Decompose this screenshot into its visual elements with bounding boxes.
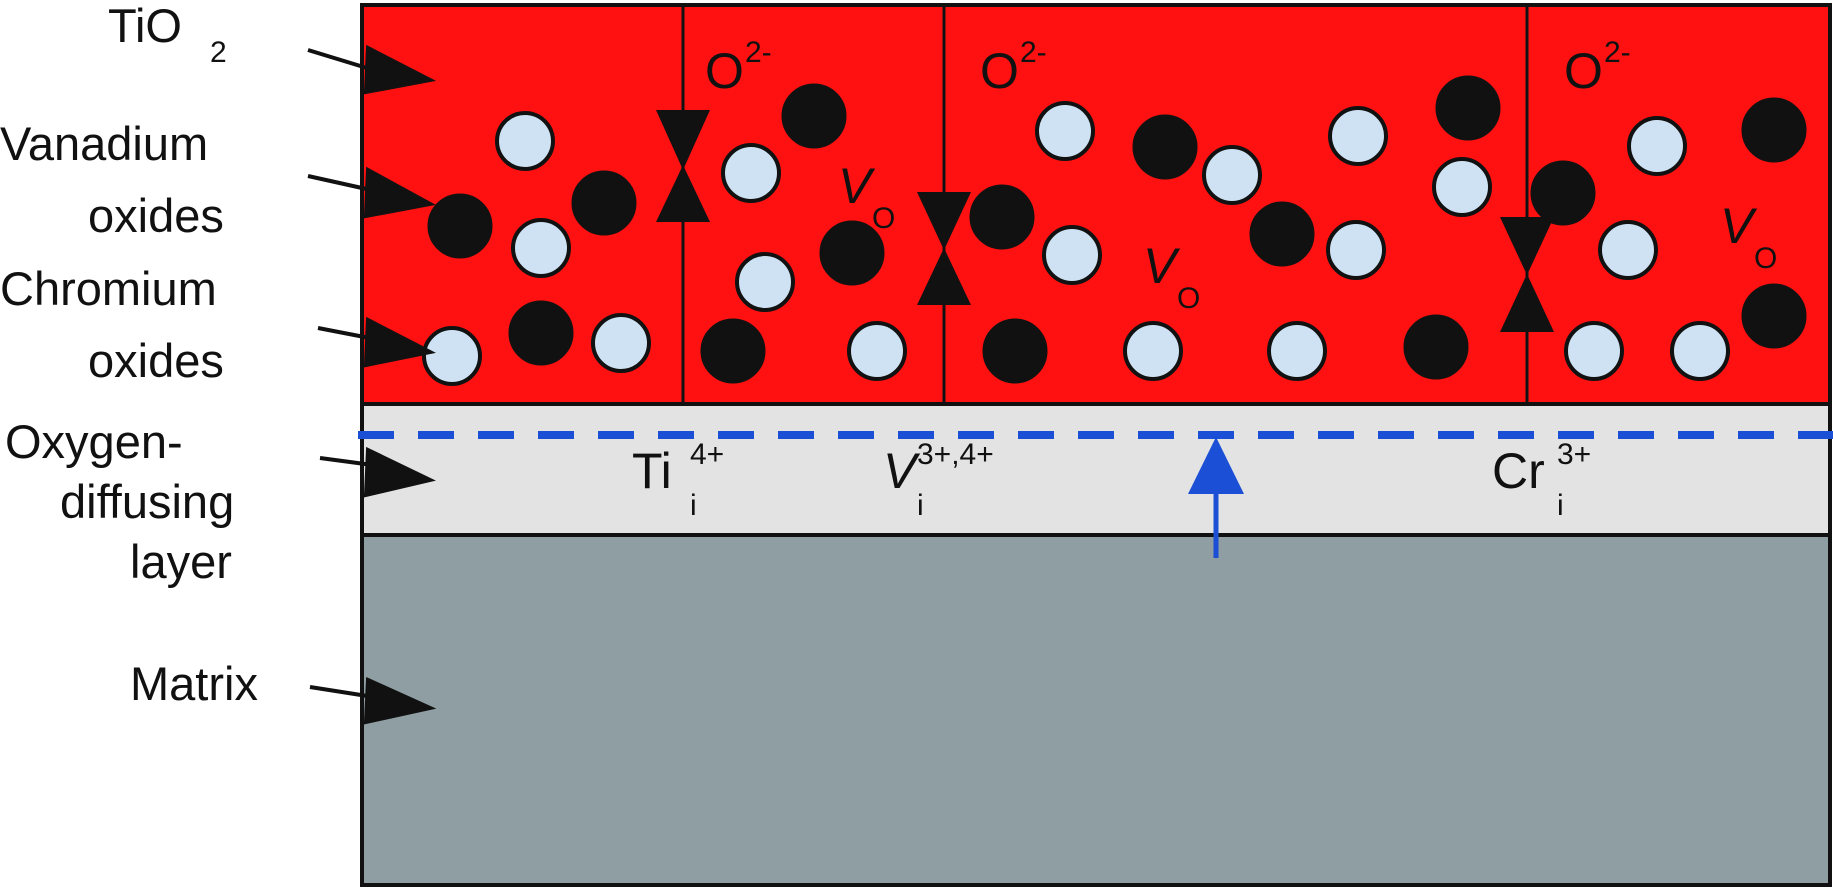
label-oxygen-line2: diffusing bbox=[60, 475, 234, 528]
dark-particles bbox=[427, 75, 1807, 384]
pointer-head-tio2 bbox=[363, 44, 437, 95]
svg-text:i: i bbox=[1557, 489, 1564, 522]
dark-particle bbox=[1435, 75, 1501, 141]
svg-text:V: V bbox=[1143, 238, 1181, 294]
pointer-head-vanadium bbox=[363, 166, 436, 219]
vacancy-label-1: V O bbox=[838, 158, 895, 235]
svg-text:2: 2 bbox=[210, 36, 227, 69]
diffusion-arrow-pair bbox=[917, 192, 971, 305]
light-particle bbox=[1598, 220, 1658, 280]
light-particle bbox=[422, 326, 482, 386]
svg-text:O: O bbox=[705, 43, 744, 99]
dark-particle bbox=[969, 184, 1035, 250]
svg-text:4+: 4+ bbox=[690, 438, 724, 471]
dark-particle bbox=[819, 220, 885, 286]
svg-text:V: V bbox=[838, 158, 876, 214]
dark-particle bbox=[1741, 283, 1807, 349]
dark-particle bbox=[1530, 160, 1596, 226]
light-particles bbox=[422, 101, 1730, 386]
dark-particle bbox=[571, 170, 637, 236]
light-particle bbox=[1328, 106, 1388, 166]
oxygen-ion-label-1: O 2- bbox=[705, 36, 772, 99]
pointer-head-chromium bbox=[363, 316, 436, 368]
label-vanadium-line1: Vanadium bbox=[0, 117, 208, 170]
svg-text:Cr: Cr bbox=[1492, 443, 1545, 499]
dark-particle bbox=[781, 83, 847, 149]
label-chromium-line1: Chromium bbox=[0, 262, 217, 315]
svg-text:V: V bbox=[883, 443, 921, 499]
light-particle bbox=[1267, 321, 1327, 381]
light-particle bbox=[591, 313, 651, 373]
svg-text:2-: 2- bbox=[1604, 36, 1631, 69]
svg-text:V: V bbox=[1720, 198, 1758, 254]
light-particle bbox=[1627, 116, 1687, 176]
dark-particle bbox=[427, 193, 493, 259]
v-interstitial-label: V i 3+,4+ bbox=[883, 438, 994, 522]
oxygen-diffusing-layer bbox=[360, 402, 1832, 537]
label-vanadium-line2: oxides bbox=[88, 189, 224, 242]
light-particle bbox=[1432, 157, 1492, 217]
label-tio2: TiO 2 bbox=[108, 0, 227, 69]
svg-text:O: O bbox=[980, 43, 1019, 99]
vacancy-label-2: V O bbox=[1143, 238, 1200, 315]
svg-text:Ti: Ti bbox=[632, 443, 672, 499]
oxygen-inward-arrow bbox=[1188, 437, 1244, 558]
oxygen-ion-label-2: O 2- bbox=[980, 36, 1047, 99]
light-particle bbox=[721, 143, 781, 203]
light-particle bbox=[1564, 321, 1624, 381]
dark-particle bbox=[508, 300, 574, 366]
light-particle bbox=[847, 321, 907, 381]
matrix-layer bbox=[360, 533, 1832, 887]
dark-particle bbox=[982, 318, 1048, 384]
light-particle bbox=[1123, 321, 1183, 381]
dark-particle bbox=[1741, 97, 1807, 163]
pointer-head-matrix bbox=[363, 676, 437, 725]
svg-text:O: O bbox=[1754, 242, 1777, 275]
svg-text:i: i bbox=[917, 489, 924, 522]
svg-text:TiO: TiO bbox=[108, 0, 182, 52]
svg-text:2-: 2- bbox=[1020, 36, 1047, 69]
svg-text:i: i bbox=[690, 489, 697, 522]
light-particle bbox=[735, 252, 795, 312]
pointer-arrows bbox=[307, 44, 437, 725]
pointer-head-oxygen bbox=[363, 446, 436, 498]
svg-text:3+,4+: 3+,4+ bbox=[917, 438, 994, 471]
svg-text:O: O bbox=[1564, 43, 1603, 99]
diffusion-arrow-pair bbox=[656, 110, 710, 222]
svg-text:O: O bbox=[872, 202, 895, 235]
svg-text:O: O bbox=[1177, 282, 1200, 315]
light-particle bbox=[1042, 225, 1102, 285]
light-particle bbox=[1326, 220, 1386, 280]
dark-particle bbox=[700, 318, 766, 384]
svg-text:2-: 2- bbox=[745, 36, 772, 69]
light-particle bbox=[1035, 101, 1095, 161]
label-matrix: Matrix bbox=[130, 657, 258, 710]
label-oxygen-line1: Oxygen- bbox=[5, 415, 183, 468]
light-particle bbox=[1670, 321, 1730, 381]
label-oxygen-line3: layer bbox=[130, 535, 232, 588]
oxygen-ion-label-3: O 2- bbox=[1564, 36, 1631, 99]
svg-text:3+: 3+ bbox=[1557, 438, 1591, 471]
light-particle bbox=[1202, 145, 1262, 205]
cr-interstitial-label: Cr i 3+ bbox=[1492, 438, 1591, 522]
dark-particle bbox=[1132, 114, 1198, 180]
ti-interstitial-label: Ti i 4+ bbox=[632, 438, 724, 522]
light-particle bbox=[511, 218, 571, 278]
label-chromium-line2: oxides bbox=[88, 334, 224, 387]
vacancy-label-3: V O bbox=[1720, 198, 1777, 275]
diffusion-arrow-pair bbox=[1500, 217, 1554, 332]
dark-particle bbox=[1403, 314, 1469, 380]
light-particle bbox=[495, 111, 555, 171]
dark-particle bbox=[1249, 201, 1315, 267]
